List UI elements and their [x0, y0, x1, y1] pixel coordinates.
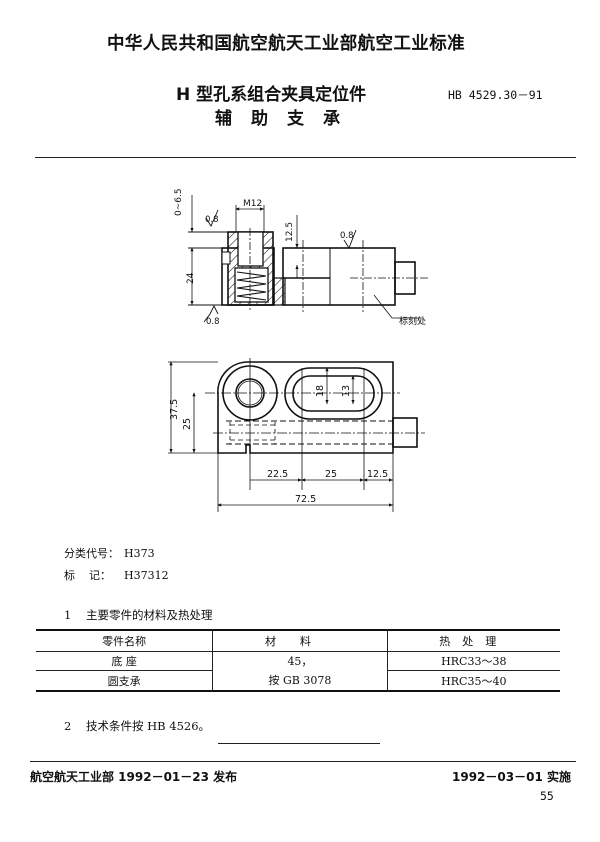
table-header-row: 零件名称 材料 热处理: [36, 629, 560, 652]
cell-material: 按 GB 3078: [212, 670, 388, 692]
table-row: 圆支承 按 GB 3078 HRC35～40: [36, 670, 560, 692]
cell-heat-treatment: HRC35～40: [387, 670, 560, 692]
cell-part: 圆支承: [36, 670, 214, 692]
technical-drawing: 0~6.5 M12 24 12.5 0.8 0.8 0.8 标刻处: [168, 188, 430, 512]
class-code-label: 分类代号：: [64, 547, 119, 560]
header-heat-treatment: 热处理: [387, 629, 560, 652]
dim-inner-slot: 13: [341, 385, 352, 397]
header-material: 材料: [212, 629, 388, 652]
dim-height: 24: [186, 272, 196, 284]
dim-offset: 0~6.5: [174, 188, 184, 216]
issue-date: 航空航天工业部 1992－01－23 发布: [30, 770, 238, 784]
standard-title: H 型孔系组合夹具定位件: [176, 85, 367, 105]
end-of-text-rule: [218, 743, 380, 744]
section-1-number: 1: [64, 608, 72, 622]
class-code-line: 分类代号： H373: [64, 545, 155, 561]
dim-center-height: 25: [182, 418, 193, 430]
dim-seg-1: 22.5: [267, 469, 288, 480]
cell-part: 底 座: [36, 651, 214, 671]
roughness-top-left: 0.8: [205, 215, 219, 225]
dim-outer-slot: 18: [315, 385, 326, 397]
section-1-title: 主要零件的材料及热处理: [86, 608, 213, 622]
cell-heat-treatment: HRC33～38: [387, 651, 560, 671]
header-separator: [35, 157, 576, 158]
organization-title: 中华人民共和国航空航天工业部航空工业标准: [107, 34, 465, 54]
standard-code: HB 4529.30－91: [448, 88, 543, 102]
page-number: 55: [540, 789, 554, 803]
section-2-text: 技术条件按 HB 4526。: [86, 719, 211, 733]
cell-material: 45，: [212, 651, 388, 671]
section-1-heading: 1 主要零件的材料及热处理: [64, 607, 213, 623]
table-row: 底 座 45， HRC33～38: [36, 651, 560, 671]
class-code-value: H373: [124, 547, 155, 560]
roughness-top-right: 0.8: [340, 231, 354, 241]
section-view: [188, 195, 430, 323]
mark-value: H37312: [124, 569, 169, 582]
marking-note: 标刻处: [399, 315, 426, 327]
materials-table: 零件名称 材料 热处理 底 座 45， HRC33～38 圆支承 按 GB 30…: [36, 629, 560, 692]
effective-date: 1992－03－01 实施: [452, 770, 571, 784]
roughness-bottom: 0.8: [206, 317, 220, 327]
dim-seg-2: 25: [325, 469, 337, 480]
mark-line: 标 记： H37312: [64, 567, 169, 583]
mark-label: 标 记：: [64, 569, 111, 582]
header-part-name: 零件名称: [36, 629, 214, 652]
section-2-paragraph: 2 技术条件按 HB 4526。: [64, 718, 210, 734]
dim-slot-height: 12.5: [285, 222, 295, 242]
dim-total-height: 37.5: [169, 399, 180, 420]
section-2-number: 2: [64, 719, 72, 733]
plan-view: [168, 358, 425, 512]
dim-thread: M12: [243, 199, 262, 209]
standard-subtitle: 辅助支承: [215, 109, 359, 129]
dim-seg-3: 12.5: [367, 469, 388, 480]
dim-total-length: 72.5: [295, 494, 316, 505]
footer-separator: [30, 761, 576, 762]
